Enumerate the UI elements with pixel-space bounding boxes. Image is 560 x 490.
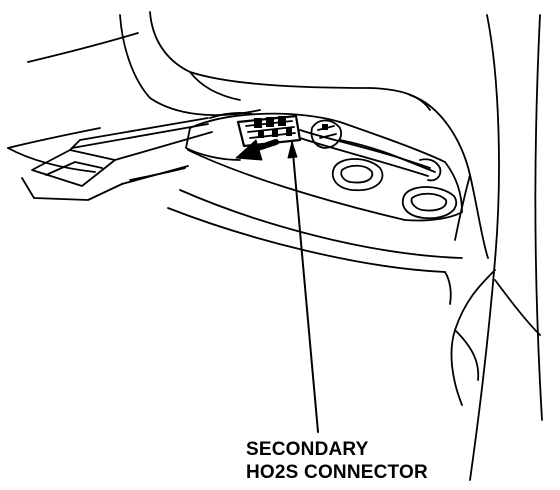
callout-label: SECONDARY HO2S CONNECTOR [246, 438, 428, 484]
seat-cushion [119, 11, 489, 259]
ho2s-connector [236, 114, 302, 148]
callout-label-line1: SECONDARY [246, 439, 369, 460]
seat-bracket [185, 112, 463, 222]
wire-harness [299, 129, 457, 220]
seat-rail [21, 117, 213, 201]
callout-label-line2: HO2S CONNECTOR [246, 462, 428, 483]
callout-leader [287, 141, 319, 433]
side-panel [450, 14, 543, 481]
floor-lines [7, 32, 463, 305]
arrow-left-down-icon [235, 139, 279, 161]
